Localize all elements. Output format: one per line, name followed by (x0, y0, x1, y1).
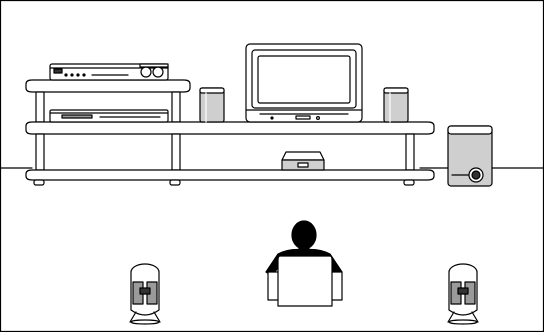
subwoofer (447, 125, 493, 187)
disc-player (49, 109, 169, 123)
television (245, 43, 363, 123)
center-speaker (281, 151, 325, 171)
tv-rack (25, 79, 435, 186)
front-right-speaker (383, 87, 409, 123)
surround-left-speaker (129, 263, 161, 325)
front-left-speaker (199, 87, 225, 123)
surround-right-speaker (447, 263, 479, 325)
chair (267, 255, 343, 307)
av-receiver (49, 63, 169, 81)
